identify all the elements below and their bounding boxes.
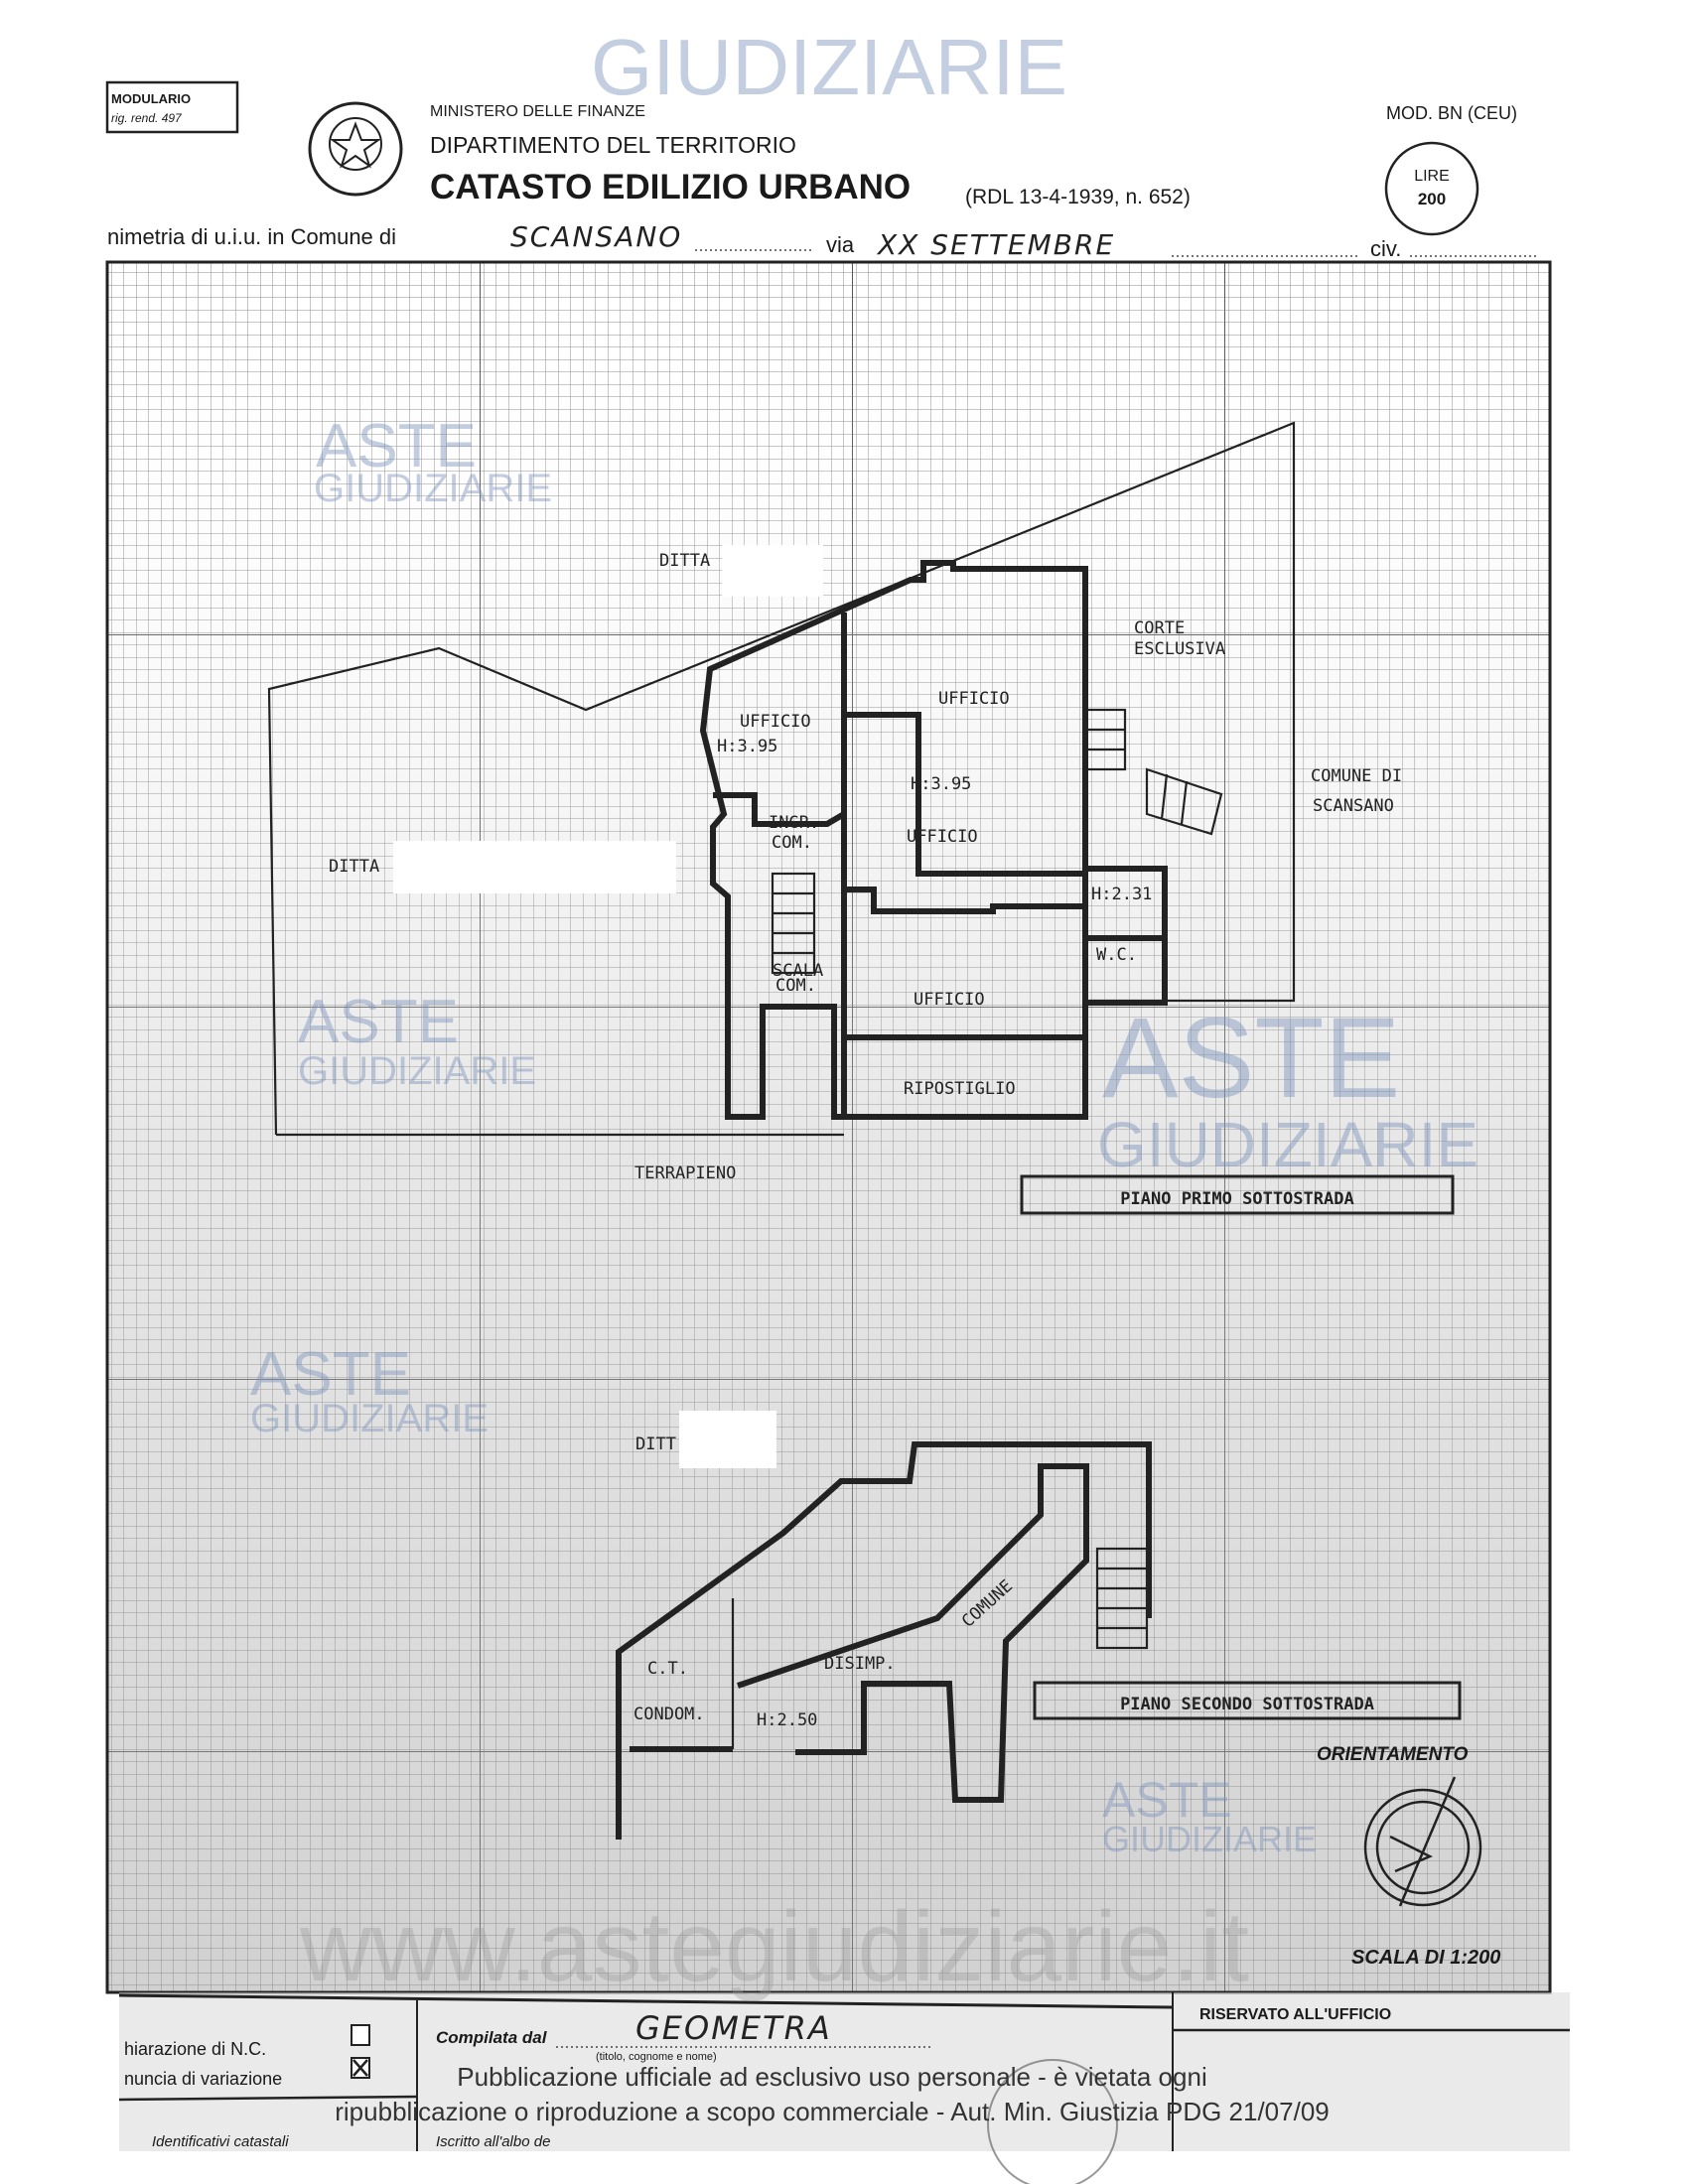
notice-line-1: Pubblicazione ufficiale ad esclusivo uso… [457,2062,1206,2092]
redacted-owner [722,545,823,597]
department-name: DIPARTIMENTO DEL TERRITORIO [430,132,796,158]
compiled-by-value: GEOMETRA [635,2009,832,2047]
watermark-brand: GIUDIZIARIE [298,1049,536,1093]
reserved-label: RISERVATO ALL'UFFICIO [1199,2006,1391,2023]
declaration-nc-label: hiarazione di N.C. [124,2039,266,2059]
room-height: H:3.95 [911,774,971,794]
scale-label: SCALA DI 1:200 [1351,1947,1500,1969]
room-ingresso: INGR. [769,813,819,833]
modulario-ref: rig. rend. 497 [111,111,183,125]
room-ingresso-2: COM. [772,833,812,853]
room-scala: SCALA [773,961,823,981]
room-height: H:3.95 [717,737,777,756]
watermark-brand: ASTE [298,988,459,1056]
comune-di-label: COMUNE DI [1311,766,1402,786]
notice-line-2: ripubblicazione o riproduzione a scopo c… [335,2097,1330,2126]
room-ufficio: UFFICIO [938,689,1010,709]
watermark-brand: ASTE [250,1340,411,1409]
room-disimpegno: DISIMP. [824,1654,896,1674]
room-wc: W.C. [1096,945,1137,965]
republic-emblem-icon [308,101,403,197]
footer-form: hiarazione di N.C. nuncia di variazione … [118,1992,1570,2184]
ditta-label: DITT [635,1434,676,1454]
compiled-by-label: Compilata dal [436,2028,548,2047]
room-ripostiglio: RIPOSTIGLIO [904,1079,1016,1099]
watermark-brand: ASTE [1102,1772,1232,1828]
identifiers-label: Identificativi catastali [152,2133,289,2150]
orientation-label: ORIENTAMENTO [1317,1744,1469,1765]
north-arrow-icon [1363,1776,1482,1907]
floor-label-second: PIANO SECONDO SOTTOSTRADA [1120,1695,1374,1714]
compiled-by-hint: (titolo, cognome e nome) [596,2051,717,2063]
room-scala-2: COM. [775,976,816,996]
watermark-brand: GIUDIZIARIE [1102,1819,1317,1859]
room-ct: C.T. [647,1659,688,1679]
stamp-duty-circle [1384,141,1479,236]
corte-label-2: ESCLUSIVA [1134,639,1225,659]
floor-plan-first-basement: DITTA DITTA CORTE ESCLUSIVA COMUNE DI SC… [267,421,1455,1215]
variation-label: nuncia di variazione [124,2069,282,2089]
floor-label-first: PIANO PRIMO SOTTOSTRADA [1120,1189,1353,1209]
stamp-currency: LIRE [1414,168,1450,185]
watermark-brand: GIUDIZIARIE [1097,1109,1478,1180]
stairs-icon [1095,1547,1149,1650]
stairs-icon [771,708,1223,975]
redacted-owner [393,841,676,893]
graph-paper [105,260,1552,1994]
via-label: via [826,232,855,257]
law-reference: (RDL 13-4-1939, n. 652) [965,186,1191,208]
model-code: MOD. BN (CEU) [1386,103,1517,123]
floor-plan-second-basement: DITT C.T. CONDOM. H:2.50 DISIMP. COMUNE … [616,1411,1462,1840]
professional-seal-icon [987,2059,1118,2184]
plan-prefix-label: nimetria di u.i.u. in Comune di [107,224,396,249]
variation-checkbox[interactable] [351,2057,370,2079]
stamp-value: 200 [1418,190,1446,208]
watermark-brand: GIUDIZIARIE [314,467,552,510]
watermarks: ASTE GIUDIZIARIE ASTE GIUDIZIARIE ASTE G… [250,412,1478,2002]
corte-label: CORTE [1134,618,1185,638]
ministry-name: MINISTERO DELLE FINANZE [430,103,645,120]
redacted-owner [679,1411,776,1468]
comune-value: SCANSANO [510,220,682,253]
room-ufficio: UFFICIO [740,712,811,732]
comune-di-label-2: SCANSANO [1313,796,1394,816]
terrapieno-label: TERRAPIENO [634,1163,736,1183]
civ-label: civ. [1370,236,1401,261]
ditta-left-label: DITTA [329,857,379,877]
room-ufficio: UFFICIO [907,827,978,847]
watermark-brand: ASTE [1102,995,1400,1122]
room-ufficio: UFFICIO [914,990,985,1010]
header: MODULARIO rig. rend. 497 MINISTERO DELLE… [105,80,1539,261]
room-height: H:2.31 [1091,885,1152,904]
declaration-nc-checkbox[interactable] [351,2024,370,2046]
watermark-brand: ASTE [316,412,477,480]
publication-notice: Pubblicazione ufficiale ad esclusivo uso… [335,2062,1330,2126]
document-title: CATASTO EDILIZIO URBANO [430,168,911,206]
ditta-top-label: DITTA [659,551,710,571]
watermark-brand: GIUDIZIARIE [250,1397,489,1440]
modulario-box [105,80,239,134]
room-condominio: CONDOM. [633,1705,705,1724]
room-height: H:2.50 [757,1710,817,1730]
watermark-site: www.astegiudiziarie.it [299,1891,1249,2002]
modulario-label: MODULARIO [111,91,191,106]
registered-label: Iscritto all'albo de [436,2133,550,2150]
watermark-brand-top: GIUDIZIARIE [591,23,1067,111]
via-value: XX SETTEMBRE [876,228,1115,261]
